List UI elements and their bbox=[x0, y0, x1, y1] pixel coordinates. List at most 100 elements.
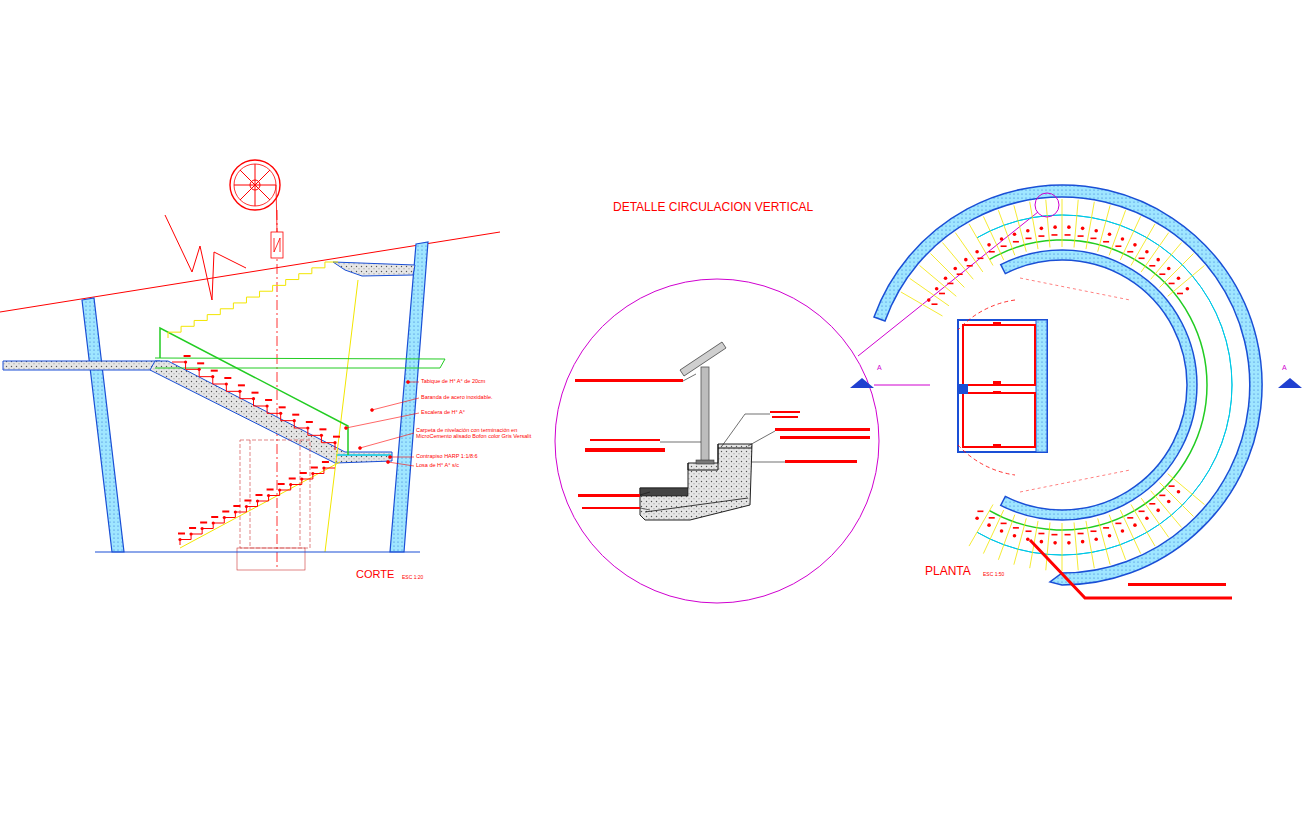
circle-shape bbox=[407, 381, 410, 384]
upper-stair-profile bbox=[168, 262, 338, 338]
plan-view bbox=[850, 185, 1302, 598]
tread-line bbox=[1062, 523, 1063, 571]
circle-shape bbox=[230, 160, 280, 210]
step-dot bbox=[223, 516, 226, 519]
handrail bbox=[155, 358, 445, 368]
generated-plan-steps bbox=[901, 199, 1232, 571]
wheel-symbol bbox=[230, 160, 280, 232]
step-dot bbox=[964, 258, 968, 262]
step-dot bbox=[975, 516, 979, 520]
step-dot bbox=[1167, 500, 1171, 504]
step-tag bbox=[300, 472, 307, 474]
hidden-box bbox=[240, 440, 310, 548]
step-dot bbox=[322, 466, 325, 469]
step-tag bbox=[1169, 485, 1175, 487]
step-dot bbox=[1081, 227, 1085, 231]
step-tag bbox=[252, 392, 259, 394]
step-tag bbox=[222, 511, 229, 513]
tread-line bbox=[1151, 243, 1182, 280]
line-shape bbox=[346, 413, 419, 428]
step-dot bbox=[987, 523, 991, 527]
step-tag bbox=[211, 516, 218, 518]
step-dot bbox=[1013, 233, 1017, 237]
line-shape bbox=[640, 508, 650, 510]
step-dot bbox=[265, 404, 268, 407]
tread-line bbox=[910, 278, 949, 306]
step-tag bbox=[1127, 517, 1133, 519]
step-dot bbox=[1167, 267, 1171, 271]
tread-line bbox=[998, 515, 1014, 560]
tread-line bbox=[1046, 200, 1050, 248]
line-shape bbox=[748, 431, 775, 446]
step-tag bbox=[189, 527, 196, 529]
rect-shape bbox=[772, 416, 798, 418]
tread-line bbox=[1109, 515, 1125, 560]
step-dot bbox=[1067, 225, 1071, 229]
step-dot bbox=[225, 382, 228, 385]
rect-shape bbox=[993, 322, 1001, 325]
floor-finish bbox=[640, 488, 688, 496]
symbol-box bbox=[271, 232, 283, 258]
step-dot bbox=[278, 488, 281, 491]
railing-post bbox=[701, 367, 709, 463]
step-dot bbox=[944, 276, 948, 280]
tread-line bbox=[1141, 233, 1169, 272]
rect-shape bbox=[582, 507, 640, 509]
step-tag bbox=[1065, 534, 1071, 536]
generated-steps bbox=[168, 262, 340, 545]
step-tag bbox=[1026, 238, 1032, 240]
step-tag bbox=[1149, 265, 1155, 267]
step-dot bbox=[300, 477, 303, 480]
step-dot bbox=[1040, 227, 1044, 231]
step-tag bbox=[1051, 534, 1057, 536]
tread-line bbox=[1098, 518, 1110, 564]
tread-line bbox=[1160, 483, 1194, 517]
step-dot bbox=[1145, 250, 1149, 254]
step-tag bbox=[967, 265, 973, 267]
line-shape bbox=[388, 462, 414, 466]
line-shape bbox=[1020, 470, 1130, 492]
room-cell bbox=[963, 393, 1035, 447]
step-tag bbox=[233, 505, 240, 507]
rect-shape bbox=[770, 411, 800, 413]
step-tag bbox=[1051, 234, 1057, 236]
step-tag bbox=[256, 494, 263, 496]
rect-shape bbox=[1036, 320, 1047, 452]
step-tag bbox=[1013, 527, 1019, 529]
step-tag bbox=[1065, 234, 1071, 236]
step-dot bbox=[234, 510, 237, 513]
step-tag bbox=[1139, 257, 1145, 259]
line-shape bbox=[640, 492, 650, 495]
rect-shape bbox=[585, 448, 665, 452]
polyline-shape bbox=[722, 414, 770, 446]
handrail-bar bbox=[680, 342, 726, 376]
tread-line bbox=[920, 265, 957, 296]
step-tag bbox=[1115, 523, 1121, 525]
tread-line bbox=[930, 253, 964, 287]
step-dot bbox=[1177, 276, 1181, 280]
step-dot bbox=[267, 494, 270, 497]
detail-circle bbox=[555, 279, 879, 603]
tread-line bbox=[998, 210, 1014, 255]
drawing-title: DETALLE CIRCULACION VERTICAL bbox=[613, 201, 813, 215]
step-tag bbox=[1038, 235, 1044, 237]
tread-line bbox=[1086, 521, 1094, 568]
step-tag bbox=[278, 483, 285, 485]
step-dot bbox=[211, 375, 214, 378]
step-tag bbox=[238, 384, 245, 386]
step-dot bbox=[975, 250, 979, 254]
step-tag bbox=[939, 293, 945, 295]
step-tag bbox=[1090, 530, 1096, 532]
step-tag bbox=[989, 251, 995, 253]
step-dot bbox=[289, 483, 292, 486]
tread-line bbox=[1098, 205, 1110, 251]
step-dot bbox=[306, 426, 309, 429]
step-dot bbox=[1094, 537, 1098, 541]
step-tag bbox=[197, 362, 204, 364]
note-bars bbox=[575, 379, 870, 509]
step-tag bbox=[1159, 495, 1165, 497]
tread-line bbox=[1086, 202, 1094, 249]
step-dot bbox=[1108, 233, 1112, 237]
rect-shape bbox=[575, 379, 683, 382]
